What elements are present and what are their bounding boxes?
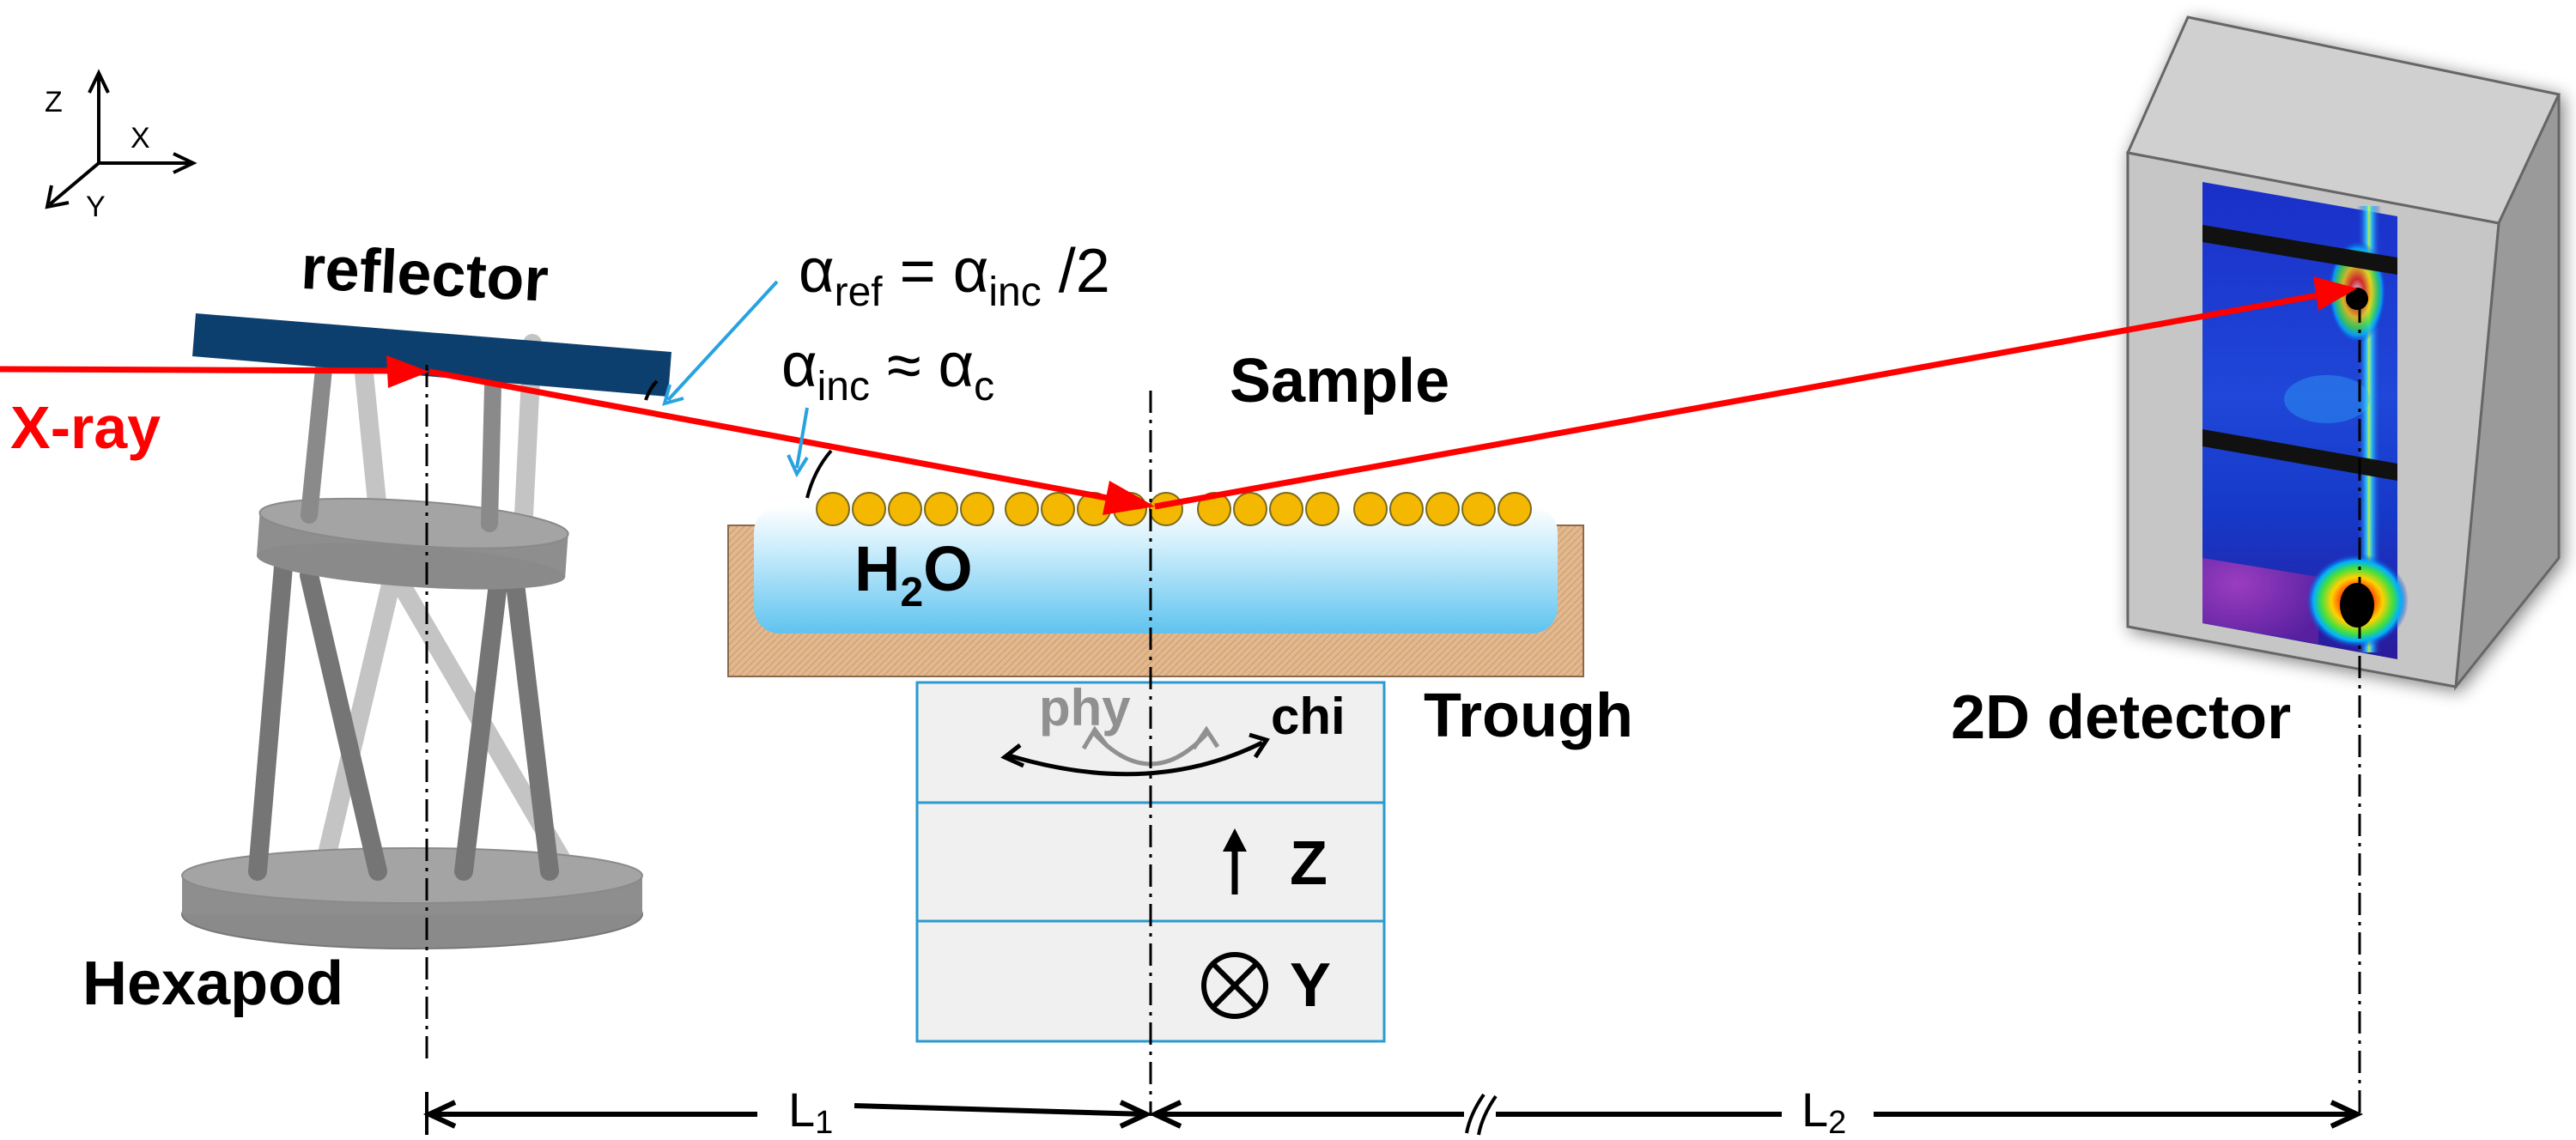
reflector-label: reflector bbox=[300, 233, 550, 315]
particle-monolayer bbox=[816, 492, 1532, 526]
incidence-angle-leader bbox=[795, 407, 809, 469]
reflector-angle-mark bbox=[644, 379, 659, 401]
chi-rotation-arc bbox=[1008, 740, 1264, 777]
scattered-beam-spot bbox=[2346, 288, 2368, 310]
distance-l1 bbox=[422, 1092, 1153, 1135]
detector-scattering-pattern bbox=[2202, 182, 2409, 659]
phy-label: phy bbox=[1039, 679, 1131, 737]
y-stage-label: Y bbox=[1290, 951, 1331, 1020]
chi-label: chi bbox=[1271, 688, 1346, 745]
reflector-mirror bbox=[192, 313, 671, 397]
reflection-angle-equation: αref = αinc /2 bbox=[799, 237, 1110, 315]
detector-gap-lower bbox=[2202, 429, 2397, 481]
axis-break-mark-right bbox=[1477, 1095, 1498, 1136]
sample-stage bbox=[915, 681, 1386, 1043]
trough-label: Trough bbox=[1424, 682, 1633, 750]
axis-x-label: X bbox=[131, 122, 150, 155]
reflector-angle-leader bbox=[666, 280, 779, 402]
xray-label: X-ray bbox=[10, 394, 161, 461]
distance-l2 bbox=[1148, 1093, 2364, 1136]
alignment-guide-lines bbox=[425, 300, 2361, 1116]
stage-y-translation bbox=[915, 919, 1386, 1043]
sample-label: Sample bbox=[1230, 347, 1449, 415]
incident-beam bbox=[0, 366, 396, 374]
incidence-angle-mark bbox=[805, 449, 833, 499]
l2-label: L2 bbox=[1801, 1082, 1846, 1140]
z-stage-label: Z bbox=[1290, 829, 1327, 898]
water-subphase bbox=[754, 506, 1558, 634]
axis-z-label: Z bbox=[45, 86, 63, 118]
y-axis-line bbox=[48, 161, 100, 206]
z-axis-arrowhead bbox=[88, 69, 110, 94]
y-translation-into-page-icon bbox=[1201, 952, 1268, 1019]
l1-label: L1 bbox=[788, 1082, 833, 1140]
reflected-beam bbox=[428, 368, 1117, 503]
water-label: H2O bbox=[854, 533, 973, 615]
incidence-angle-equation: αinc ≈ αc bbox=[781, 331, 994, 409]
detector-gap-upper bbox=[2202, 225, 2397, 275]
axis-y-label: Y bbox=[86, 191, 106, 223]
hexapod-label: Hexapod bbox=[82, 949, 343, 1018]
axis-break-mark-left bbox=[1465, 1093, 1485, 1134]
direct-beam-stop bbox=[2340, 583, 2374, 628]
detector-label: 2D detector bbox=[1951, 683, 2291, 752]
hexapod bbox=[181, 330, 643, 949]
coordinate-axes bbox=[45, 69, 197, 209]
x-ray-beam bbox=[0, 276, 2357, 515]
scattered-beam bbox=[1154, 292, 2319, 510]
x-axis-arrowhead bbox=[173, 152, 197, 174]
y-axis-arrowhead bbox=[45, 185, 70, 209]
